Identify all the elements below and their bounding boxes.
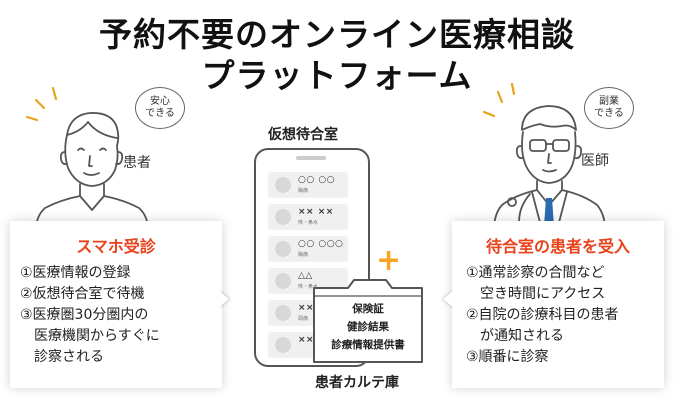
karte-item: 保険証 [352,303,384,315]
list-item: 空き時間にアクセス [466,286,606,302]
folder-icon [313,279,423,363]
doctor-card-pointer [443,290,454,308]
avatar [275,177,291,193]
title-line-1: 予約不要のオンライン医療相談 [99,15,575,54]
list-item: ②自院の診療科目の患者 [466,307,619,323]
doctor-label: 医師 [581,153,609,169]
phone-speaker [296,156,326,160]
list-item: ①通常診察の合間など [466,265,605,281]
list-item: ③順番に診察 [466,349,549,365]
avatar [275,273,291,289]
title-line-2: プラットフォーム [201,56,473,95]
avatar [275,337,291,353]
patient-illustration [25,86,149,230]
list-item: が通知される [466,328,564,344]
phone-frame: ○○ ○○胸痛 ×× ××咳・鼻水 ○○ ○○○胸痛 △△咳・鼻水 ××頭痛 ×… [254,148,370,367]
karte-items: 保険証 健診結果 診療情報提供書 [314,300,422,354]
doctor-illustration [482,82,606,230]
waiting-slot: ○○ ○○○胸痛 [268,236,348,262]
doctor-card-list: ①通常診察の合間など 空き時間にアクセス ②自院の診療科目の患者 が通知される … [466,263,619,368]
list-item: 医療機関からすぐに [20,328,160,344]
list-item: 診察される [20,349,104,365]
list-item: ③医療圏30分圏内の [20,307,149,323]
doctor-card: 待合室の患者を受入 ①通常診察の合間など 空き時間にアクセス ②自院の診療科目の… [452,221,664,388]
patient-card-list: ①医療情報の登録 ②仮想待合室で待機 ③医療圏30分圏内の 医療機関からすぐに … [20,263,160,368]
patient-card: スマホ受診 ①医療情報の登録 ②仮想待合室で待機 ③医療圏30分圏内の 医療機関… [10,221,222,388]
list-item: ①医療情報の登録 [20,265,131,281]
avatar [275,305,291,321]
waiting-slot: ○○ ○○胸痛 [268,172,348,198]
karte-item: 健診結果 [347,321,389,333]
karte-item: 診療情報提供書 [331,339,405,351]
sparkle-icon [482,82,516,118]
patient-bubble: 安心できる [135,87,185,129]
patient-label: 患者 [123,155,151,171]
plus-icon: + [376,243,402,278]
waiting-slot: ×× ××咳・鼻水 [268,204,348,230]
waiting-room-label: 仮想待合室 [268,127,338,143]
karte-label: 患者カルテ庫 [315,375,399,391]
patient-card-pointer [218,290,229,308]
avatar [275,241,291,257]
waiting-slot: △△咳・鼻水 [268,268,348,294]
doctor-card-title: 待合室の患者を受入 [485,237,630,256]
doctor-bubble: 副業できる [584,87,634,129]
sparkle-icon [25,86,58,122]
patient-card-title: スマホ受診 [76,237,156,256]
avatar [275,209,291,225]
list-item: ②仮想待合室で待機 [20,286,145,302]
